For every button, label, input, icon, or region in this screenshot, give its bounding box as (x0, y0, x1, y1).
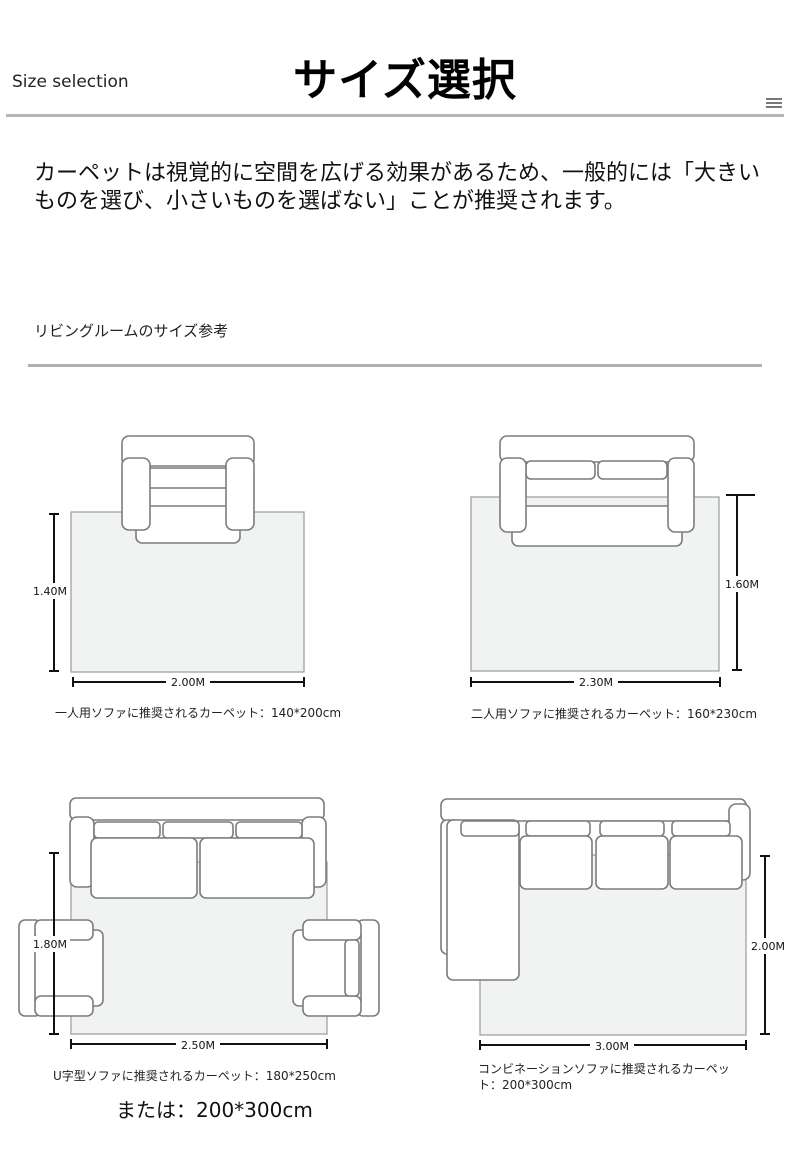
right-armchair-icon (292, 919, 380, 1017)
description-text: カーペットは視覚的に空間を広げる効果があるため、一般的には「大きいものを選び、小… (34, 161, 761, 214)
layout-single-sofa: 1.40M 2.00M 一人用ソファに推奨されるカーペット：140*200cm (30, 435, 341, 720)
height-label-combination: 2.00M (751, 940, 785, 953)
layout-u-sofa: 1.80M 2.50M U字型ソファに推奨されるカーペット：180*250cm (18, 797, 380, 1083)
width-label-double: 2.30M (579, 676, 613, 689)
left-armchair-icon (18, 919, 104, 1017)
caption-combination-line2: ト：200*300cm (478, 1078, 572, 1092)
section-divider (28, 364, 762, 367)
width-label-single: 2.00M (171, 676, 205, 689)
layout-combination-sofa: 2.00M 3.00M コンビネーションソファに推奨されるカーペッ ト：200*… (440, 798, 788, 1092)
size-selection-label: Size selection (12, 72, 129, 92)
height-label-u: 1.80M (33, 938, 67, 951)
page-title: サイズ選択 (293, 55, 517, 106)
caption-u: U字型ソファに推奨されるカーペット：180*250cm (53, 1068, 336, 1083)
single-sofa-icon (121, 435, 255, 544)
caption-combination-line1: コンビネーションソファに推奨されるカーペッ (478, 1062, 730, 1076)
width-label-combination: 3.00M (595, 1040, 629, 1053)
alternative-size-text: または：200*300cm (116, 1098, 313, 1122)
double-sofa-icon (499, 435, 695, 547)
u-sofa-icon (69, 797, 327, 899)
layout-double-sofa: 1.60M 2.30M 二人用ソファに推奨されるカーペット：160*230cm (470, 435, 762, 721)
combination-sofa-icon (440, 798, 751, 981)
section-title: リビングルームのサイズ参考 (34, 322, 229, 340)
height-label-single: 1.40M (33, 585, 67, 598)
header-divider (6, 114, 784, 117)
height-label-double: 1.60M (725, 578, 759, 591)
hamburger-icon[interactable] (766, 98, 782, 110)
width-label-u: 2.50M (181, 1039, 215, 1052)
caption-double: 二人用ソファに推奨されるカーペット：160*230cm (471, 707, 757, 721)
caption-single: 一人用ソファに推奨されるカーペット：140*200cm (55, 706, 341, 720)
